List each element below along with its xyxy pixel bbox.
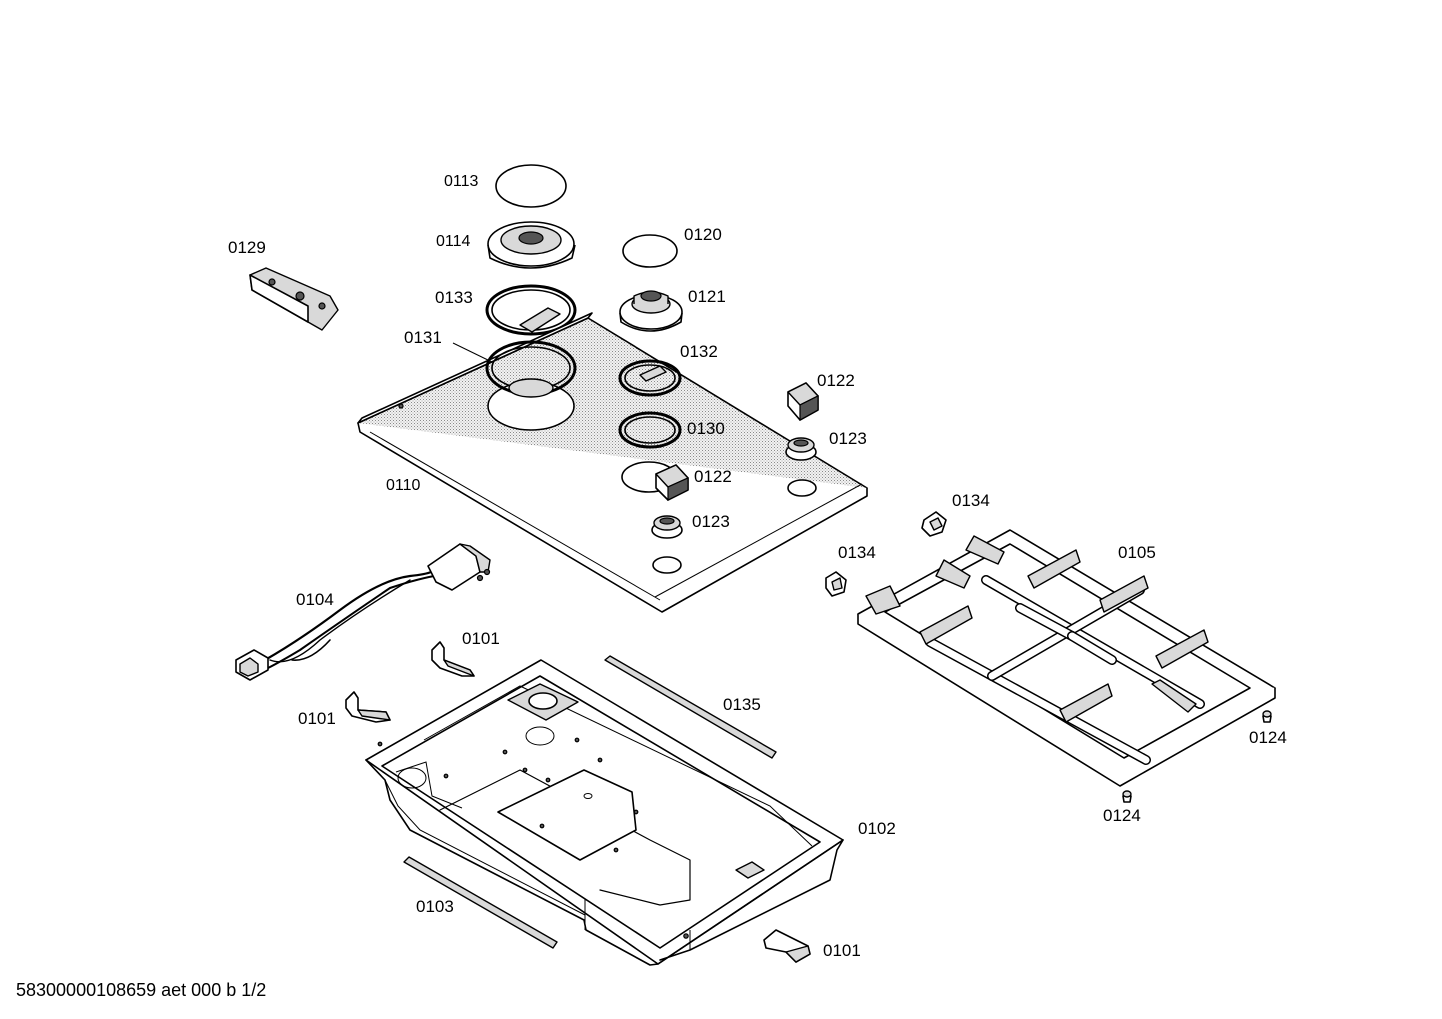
clip-0101-b [345,691,391,723]
foot-0124-a [1262,710,1272,723]
knob-base-0123-middle [651,515,683,539]
label-0101-c: 0101 [823,941,861,960]
clip-0134-b [825,571,847,597]
label-0124-b: 0124 [1103,806,1141,825]
label-0101-a: 0101 [462,629,500,648]
label-0132: 0132 [680,342,718,361]
label-0110: 0110 [386,477,421,494]
clip-0101-a [431,641,475,677]
hob-top-0110 [357,312,868,613]
label-0130: 0130 [687,419,725,438]
label-0134-a: 0134 [952,491,990,510]
knob-0122-top [787,382,819,422]
label-0122-middle: 0122 [694,467,732,486]
ring-seal-0133 [485,284,577,336]
part-labels: 0113 0114 0120 0129 0133 0121 0131 0132 … [228,173,1287,960]
clip-0101-c [763,929,811,963]
label-0135: 0135 [723,695,761,714]
label-0124-a: 0124 [1249,728,1287,747]
label-0102: 0102 [858,819,896,838]
label-0103: 0103 [416,897,454,916]
ring-0132 [618,359,682,397]
label-0134-b: 0134 [838,543,876,562]
clip-0134-a [921,511,947,537]
foot-0124-b [1122,790,1132,803]
knob-base-0123-top [785,437,817,461]
label-0133: 0133 [435,288,473,307]
label-0123-top: 0123 [829,429,867,448]
trim-strip-0103 [403,856,558,949]
bracket-0129 [249,267,339,331]
pan-support-0105 [857,529,1276,787]
label-0101-b: 0101 [298,709,336,728]
document-code: 58300000108659 aet 000 b 1/2 [16,980,267,1000]
label-0131: 0131 [404,328,442,347]
power-cable-0104 [235,543,491,681]
label-0114: 0114 [436,233,471,250]
housing-0102 [365,659,844,966]
small-burner-0121 [619,290,683,332]
small-cap-0120 [622,234,678,268]
label-0120: 0120 [684,225,722,244]
trim-strip-0135 [604,655,777,759]
ring-0130 [618,411,682,449]
label-0129: 0129 [228,238,266,257]
burner-body-0114 [487,221,576,269]
label-0123-middle: 0123 [692,512,730,531]
label-0105: 0105 [1118,543,1156,562]
burner-cap-0113 [495,164,567,208]
ring-0131 [485,340,577,398]
label-0113: 0113 [444,173,479,190]
label-0104: 0104 [296,590,334,609]
label-0122-top: 0122 [817,371,855,390]
knob-0122-middle [655,464,689,501]
label-0121: 0121 [688,287,726,306]
